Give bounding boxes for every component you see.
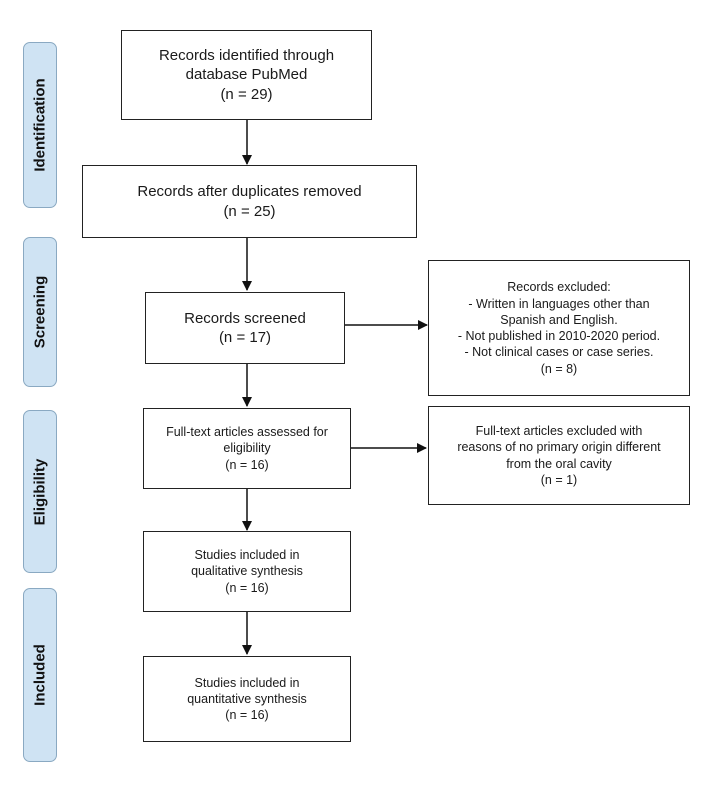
box-fulltext-assessed-line2: eligibility [223,441,271,456]
box-records-excluded-count: (n = 8) [540,361,578,376]
box-fulltext-assessed-count: (n = 16) [225,457,269,472]
box-records-identified-line1: Records identified through [158,46,335,64]
box-records-excluded-line3: - Not published in 2010-2020 period. [457,329,661,343]
box-qualitative-synthesis: Studies included in qualitative synthesi… [143,531,351,612]
box-fulltext-excluded-line1: Full-text articles excluded with [475,424,643,438]
phase-identification: Identification [23,42,57,208]
box-records-identified-count: (n = 29) [220,85,273,103]
box-records-screened-count: (n = 17) [218,329,272,346]
box-records-screened: Records screened (n = 17) [145,292,345,364]
box-records-identified-line2: database PubMed [185,66,308,84]
box-records-excluded: Records excluded: - Written in languages… [428,260,690,396]
box-fulltext-assessed-line1: Full-text articles assessed for [166,425,328,440]
phase-eligibility: Eligibility [23,410,57,573]
box-records-excluded-line2: Spanish and English. [500,312,618,327]
box-qualitative-synthesis-line2: qualitative synthesis [191,564,303,579]
box-quantitative-synthesis-line2: quantitative synthesis [187,691,307,706]
box-records-identified: Records identified through database PubM… [121,30,372,120]
box-records-after-duplicates: Records after duplicates removed (n = 25… [82,165,417,238]
box-quantitative-synthesis-line1: Studies included in [194,675,300,690]
box-records-excluded-line4: - Not clinical cases or case series. [464,345,654,360]
box-fulltext-excluded: Full-text articles excluded with reasons… [428,406,690,505]
box-records-excluded-title: Records excluded: [507,280,611,295]
box-records-excluded-line1: - Written in languages other than [468,296,650,311]
box-quantitative-synthesis-count: (n = 16) [225,708,269,723]
box-qualitative-synthesis-line1: Studies included in [194,548,300,563]
phase-screening: Screening [23,237,57,387]
phase-included: Included [23,588,57,762]
box-fulltext-excluded-line3: from the oral cavity [506,456,612,471]
box-quantitative-synthesis: Studies included in quantitative synthes… [143,656,351,742]
box-qualitative-synthesis-count: (n = 16) [225,580,269,595]
box-fulltext-excluded-line2: reasons of no primary origin different [457,440,661,455]
box-records-after-duplicates-count: (n = 25) [223,202,276,220]
box-records-screened-line1: Records screened [184,309,306,327]
box-fulltext-excluded-count: (n = 1) [540,472,578,487]
box-fulltext-assessed: Full-text articles assessed for eligibil… [143,408,351,489]
box-records-after-duplicates-line1: Records after duplicates removed [137,183,362,200]
